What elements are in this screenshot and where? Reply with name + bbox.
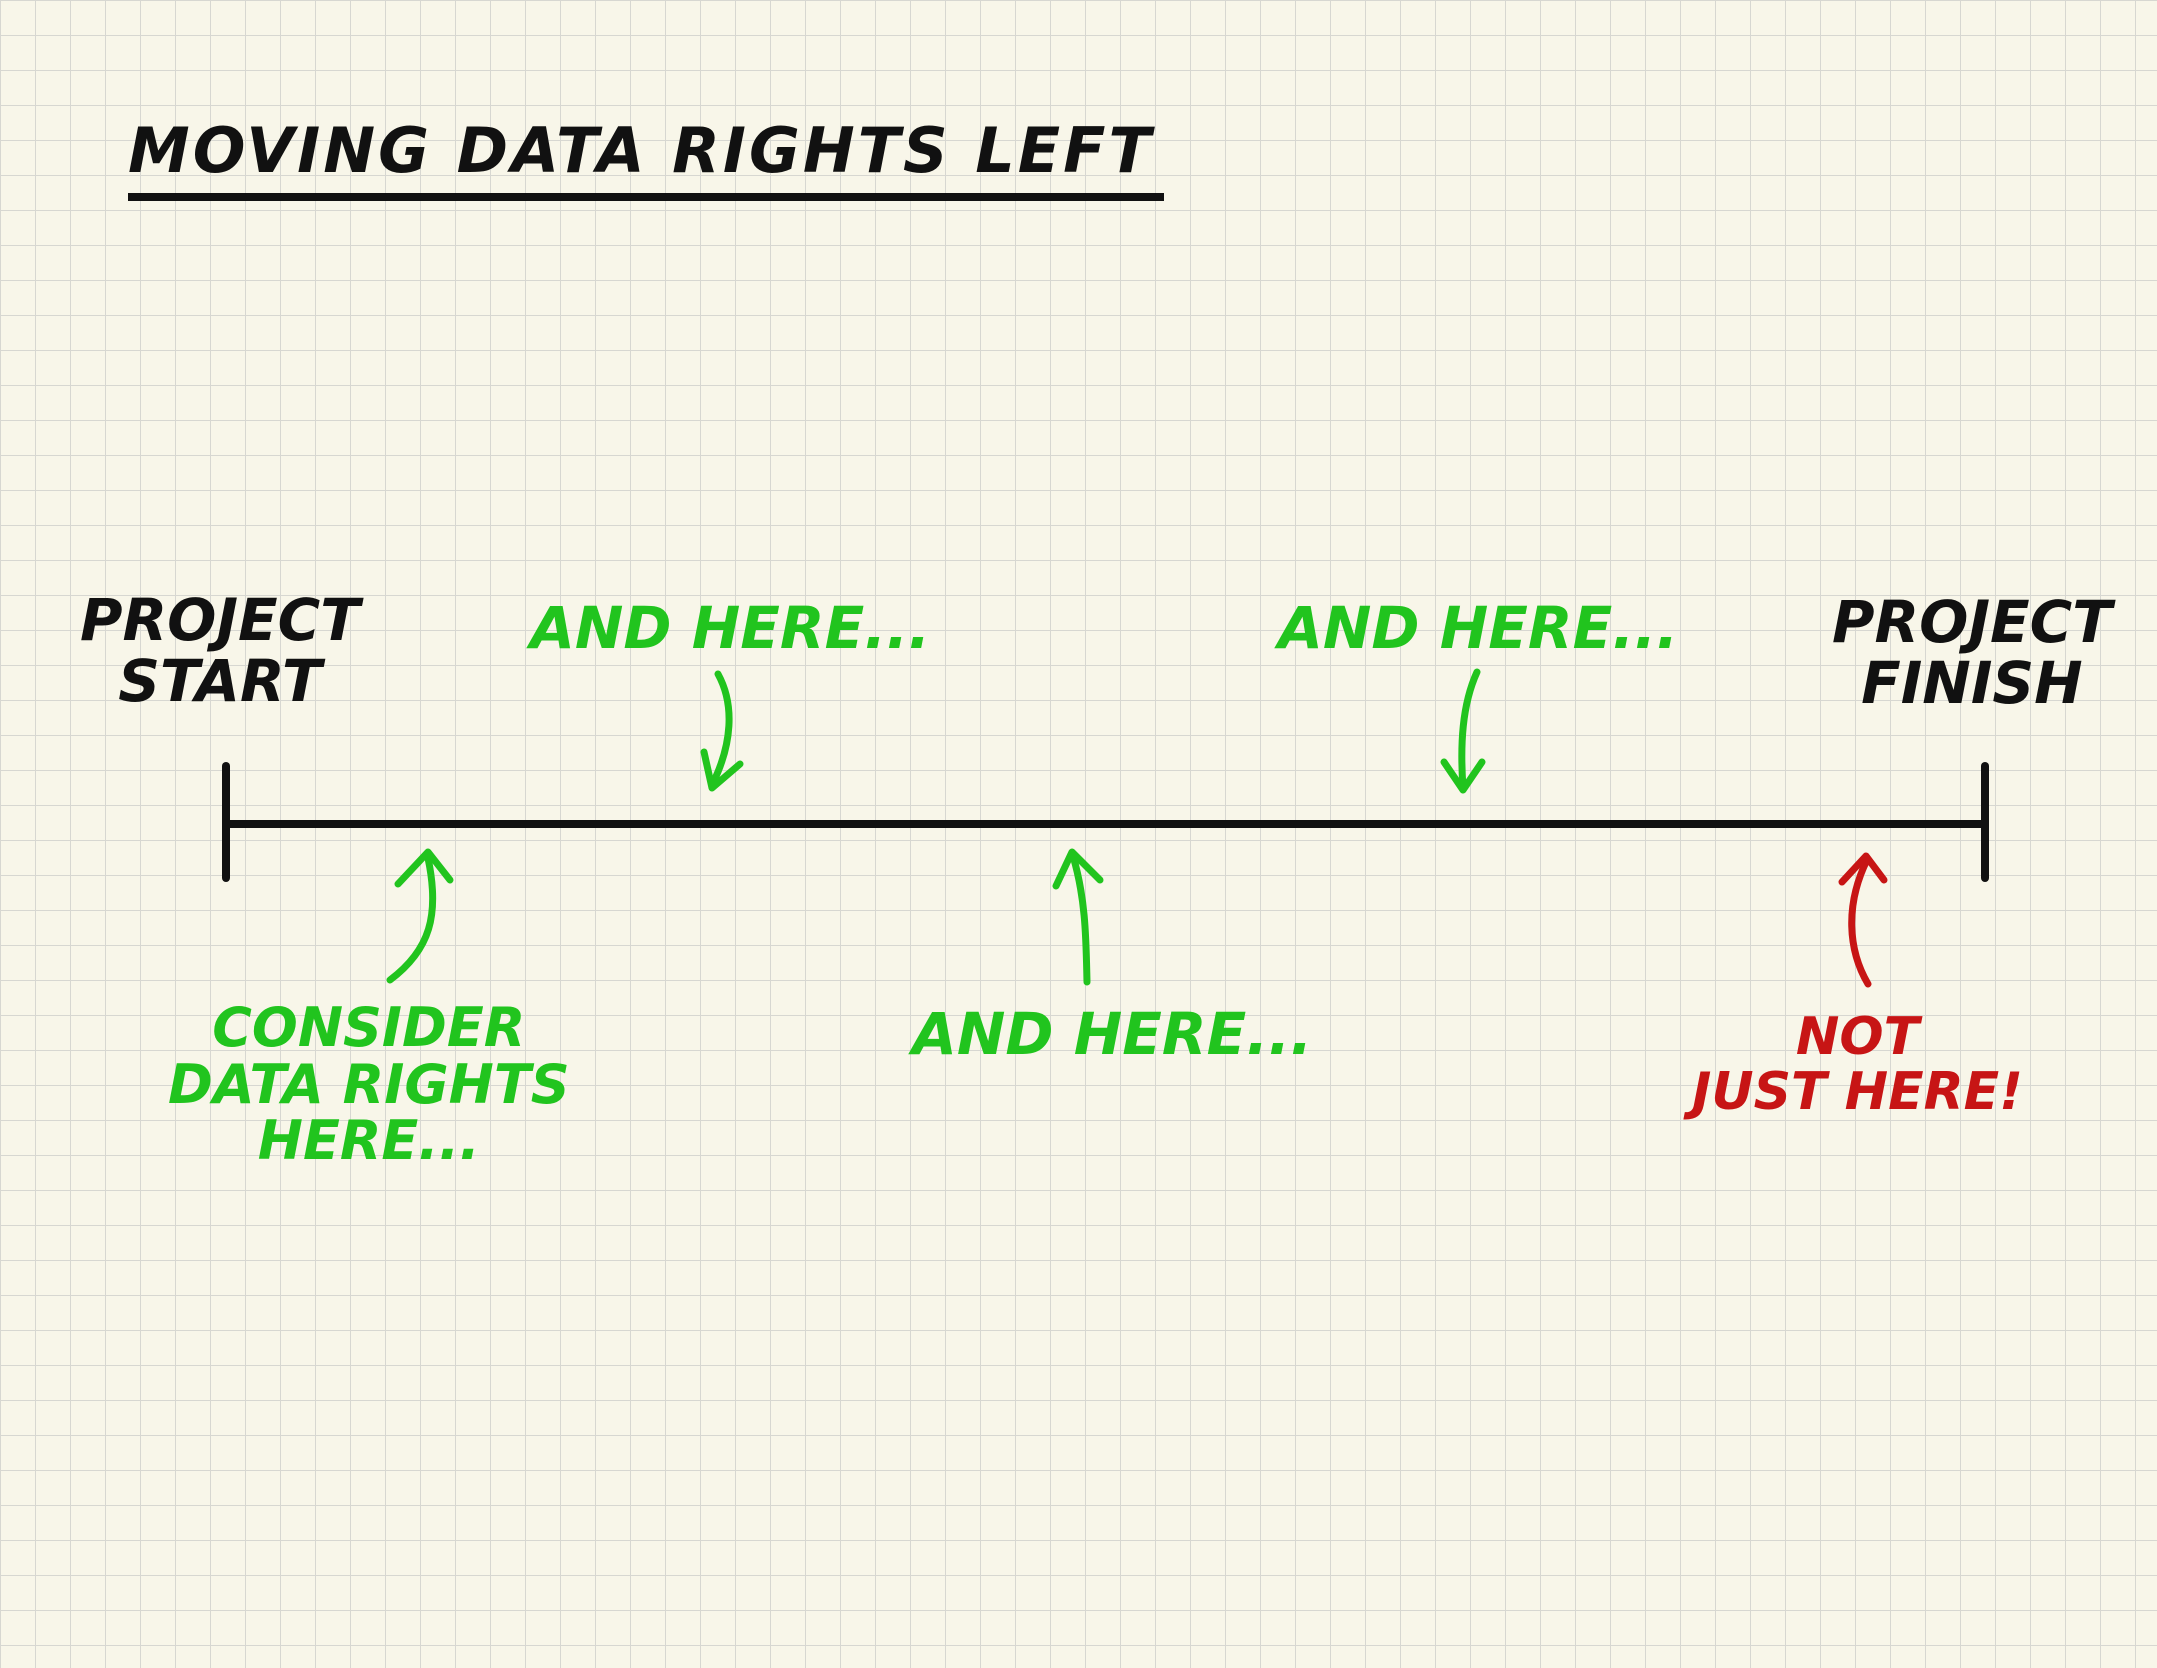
arrows xyxy=(386,668,1888,988)
arrow-and-here-1-shaft xyxy=(708,670,733,789)
consider-line-1: CONSIDER xyxy=(212,996,526,1059)
not-just-here-line-2: JUST HERE! xyxy=(1692,1061,2023,1122)
timeline xyxy=(222,762,1989,882)
consider-line-2: DATA RIGHTS xyxy=(168,1052,570,1116)
not-just-here-label: NOT JUST HERE! xyxy=(1692,1010,2023,1119)
project-finish-label: PROJECT FINISH xyxy=(1832,592,2112,714)
not-just-here-line-1: NOT xyxy=(1795,1007,1920,1067)
and-here-label-3: AND HERE... xyxy=(912,1000,1313,1068)
project-start-line-1: PROJECT xyxy=(80,586,360,654)
arrow-not-just-here xyxy=(1838,852,1888,988)
arrow-and-here-2 xyxy=(1440,668,1486,794)
arrow-and-here-1 xyxy=(700,670,744,792)
arrow-and-here-3 xyxy=(1052,848,1104,986)
arrow-and-here-2-shaft xyxy=(1458,668,1481,792)
arrow-consider xyxy=(386,848,454,984)
arrow-not-just-here-shaft xyxy=(1848,856,1872,988)
project-start-line-2: START xyxy=(118,646,322,715)
arrow-not-just-here-head xyxy=(1838,852,1888,886)
arrow-consider-head xyxy=(394,848,454,888)
arrow-consider-shaft xyxy=(386,854,437,984)
and-here-label-1: AND HERE... xyxy=(530,594,931,662)
and-here-label-2: AND HERE... xyxy=(1278,594,1679,662)
page-title: MOVING DATA RIGHTS LEFT xyxy=(128,118,1164,202)
consider-line-3: HERE... xyxy=(257,1109,480,1173)
arrow-and-here-3-head xyxy=(1052,848,1104,890)
consider-label: CONSIDER DATA RIGHTS HERE... xyxy=(168,996,570,1173)
arrow-and-here-1-head xyxy=(700,748,744,792)
project-start-label: PROJECT START xyxy=(80,590,360,712)
project-finish-line-1: PROJECT xyxy=(1832,588,2112,656)
arrow-and-here-3-shaft xyxy=(1069,852,1091,986)
arrow-and-here-2-head xyxy=(1440,758,1486,794)
project-finish-line-2: FINISH xyxy=(1861,648,2083,717)
